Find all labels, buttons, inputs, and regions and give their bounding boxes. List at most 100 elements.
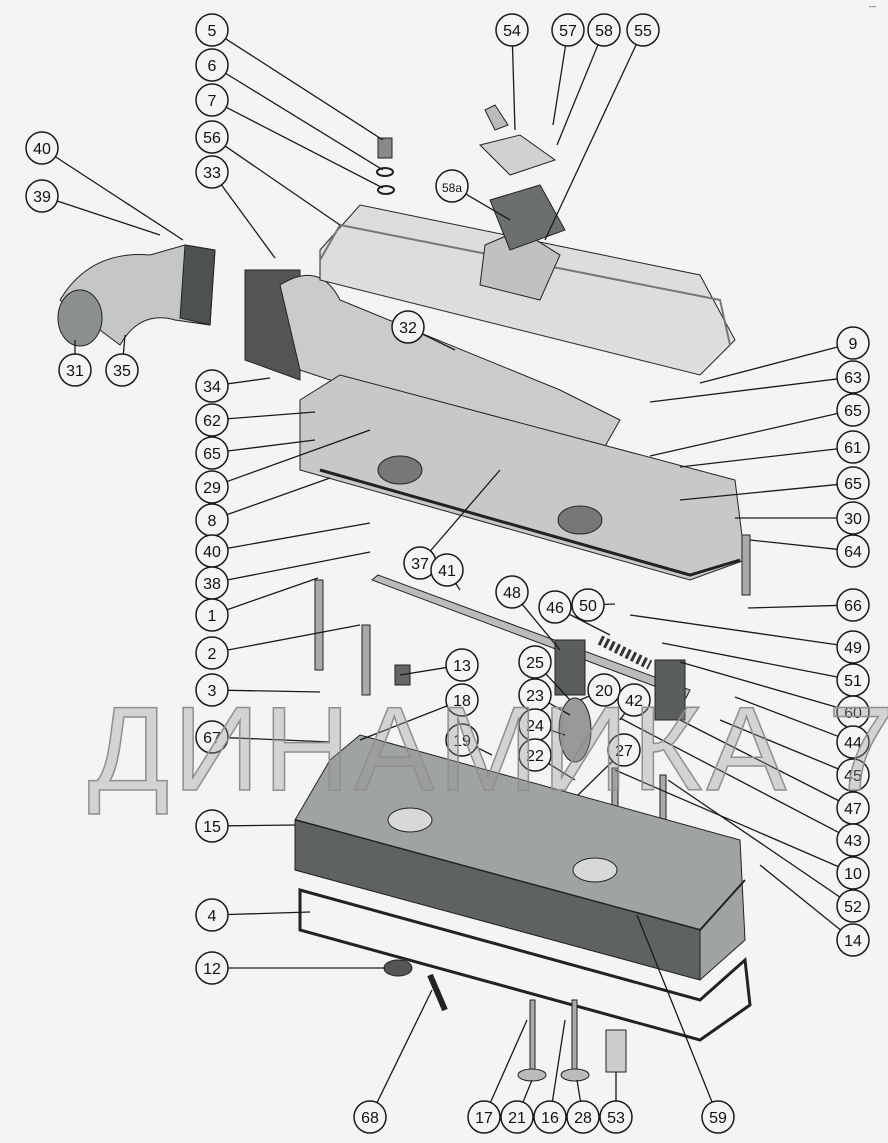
callout-circle [836, 823, 870, 857]
leader-line [719, 719, 839, 770]
callout-number: 29 [203, 480, 221, 497]
callout-41: 41 [430, 553, 464, 591]
callout-number: 6 [208, 58, 217, 75]
callout-number: 35 [113, 363, 131, 380]
callout-circle [566, 1100, 600, 1134]
leader-line [548, 762, 576, 781]
leader-line [455, 583, 461, 591]
callout-56: 56 [195, 120, 341, 226]
leader-line [577, 760, 614, 796]
callout-9: 9 [699, 326, 870, 384]
callout-number: 15 [203, 819, 221, 836]
callout-65: 65 [679, 466, 870, 501]
callout-circle [430, 553, 464, 587]
leader-line [679, 483, 838, 501]
callout-43: 43 [619, 717, 870, 857]
callout-circle [617, 683, 651, 717]
callout-47: 47 [679, 719, 870, 825]
callout-number: 5 [208, 23, 217, 40]
callout-57: 57 [551, 13, 585, 126]
callout-62: 62 [195, 403, 316, 437]
callout-16: 16 [533, 1019, 567, 1134]
callout-44: 44 [734, 696, 870, 759]
callout-30: 30 [735, 501, 870, 535]
callout-number: 58 [595, 23, 613, 40]
callout-number: 13 [453, 658, 471, 675]
leader-line [619, 712, 626, 721]
callout-number: 56 [203, 130, 221, 147]
callout-circle [195, 636, 229, 670]
callout-number: 38 [203, 576, 221, 593]
callout-circle [195, 809, 229, 843]
callout-circle [195, 120, 229, 154]
leader-line [679, 661, 838, 709]
leader-line [227, 439, 316, 452]
callout-number: 40 [203, 544, 221, 561]
callout-number: 51 [844, 673, 862, 690]
callout-circle [195, 13, 229, 47]
callout-circle [836, 430, 870, 464]
callout-number: 55 [634, 23, 652, 40]
leader-line [220, 184, 276, 259]
callout-number: 50 [579, 598, 597, 615]
callout-37: 37 [403, 469, 501, 580]
callout-number: 41 [438, 563, 456, 580]
leader-line [422, 333, 456, 351]
callout-circle [445, 723, 479, 757]
callout-29: 29 [195, 429, 371, 504]
callout-number: 27 [615, 743, 633, 760]
callout-circle [836, 758, 870, 792]
callout-number: 62 [203, 413, 221, 430]
callout-number: 8 [208, 513, 217, 530]
callout-number: 7 [208, 93, 217, 110]
leader-line [55, 156, 184, 241]
leader-line [544, 44, 637, 241]
callout-number: 9 [849, 336, 858, 353]
callout-40: 40 [195, 522, 371, 568]
callout-circle [195, 155, 229, 189]
callout-number: 14 [844, 933, 862, 950]
callout-circle [195, 673, 229, 707]
leader-line [224, 145, 341, 226]
callout-50: 50 [571, 588, 616, 622]
callout-circle [495, 575, 529, 609]
callout-15: 15 [195, 809, 296, 843]
leader-line [227, 551, 371, 581]
callout-48: 48 [495, 575, 561, 651]
callout-10: 10 [614, 769, 870, 890]
leader-line [376, 989, 433, 1103]
leader-line [225, 106, 384, 189]
callout-number: 65 [844, 476, 862, 493]
leader-line [629, 614, 838, 646]
callout-circle [571, 588, 605, 622]
leader-line [227, 411, 316, 420]
callout-number: 33 [203, 165, 221, 182]
callout-number: 58a [442, 181, 462, 195]
callout-circle [836, 725, 870, 759]
watermark: ДИНАМИКА 76 [87, 681, 888, 817]
leader-line [579, 695, 590, 701]
callout-number: 30 [844, 511, 862, 528]
leader-line [576, 1079, 582, 1102]
callout-number: 59 [709, 1110, 727, 1127]
leader-line [619, 717, 840, 834]
callout-circle [435, 169, 469, 203]
callout-number: 65 [203, 446, 221, 463]
callout-circle [25, 131, 59, 165]
callout-circle [445, 683, 479, 717]
leader-line [549, 729, 566, 736]
callout-number: 67 [203, 730, 221, 747]
callout-circle [626, 13, 660, 47]
head-gasket [298, 888, 752, 1042]
callout-number: 47 [844, 801, 862, 818]
callout-number: 65 [844, 403, 862, 420]
callout-23: 23 [518, 678, 571, 716]
leader-line [661, 642, 838, 678]
callout-number: 22 [526, 748, 544, 765]
callout-28: 28 [566, 1079, 600, 1134]
callout-circle [599, 1100, 633, 1134]
leader-line [225, 38, 384, 141]
leader-line [227, 522, 371, 549]
callout-32: 32 [391, 310, 456, 351]
